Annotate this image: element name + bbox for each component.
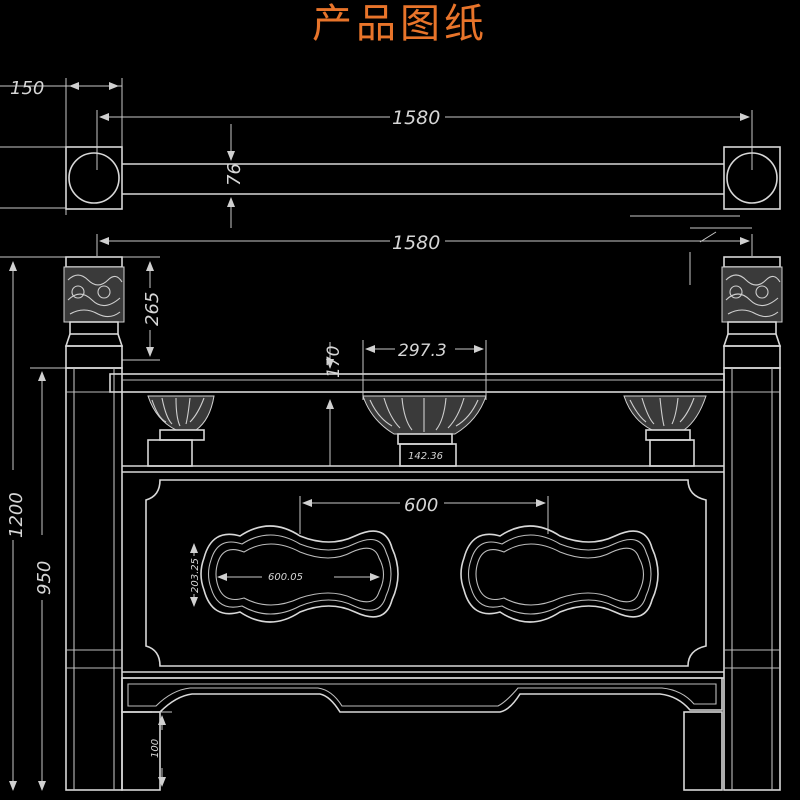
- ornament-neck: [159, 429, 205, 441]
- ornament-neck: [397, 433, 453, 445]
- dim-text-cutout-inner: 600.05: [268, 572, 303, 583]
- plan-post-left-circle: [68, 152, 120, 204]
- post-shaft: [65, 367, 123, 791]
- dim-text-ornament: 297.3: [398, 341, 447, 361]
- dim-text-post-cap: 265: [142, 292, 163, 326]
- post-cap-top: [723, 256, 781, 268]
- plan-post-right-circle: [726, 152, 778, 204]
- carved-panel: [145, 479, 707, 667]
- plan-view: 150 1580 76: [0, 78, 781, 285]
- cutout-right: [460, 525, 659, 623]
- plan-post-left: [65, 146, 123, 210]
- cutout-middle: [467, 534, 652, 615]
- post-neck: [69, 321, 119, 335]
- ornament-petals: [629, 397, 695, 427]
- cutout-middle: [207, 534, 392, 615]
- dim-text-ornament-base: 142.36: [408, 451, 443, 462]
- base-skirt-inner: [127, 683, 717, 707]
- foot-left: [121, 711, 161, 791]
- dim-text-total-height: 1200: [6, 492, 27, 538]
- dim-text-front-span: 1580: [392, 232, 440, 254]
- post-collar: [64, 333, 124, 347]
- foot-right: [683, 711, 723, 791]
- dim-text-top-span: 1580: [392, 107, 440, 129]
- cutout-inner: [215, 543, 385, 606]
- cutout-outer: [460, 525, 659, 623]
- base-skirt-outline: [121, 677, 723, 713]
- ornament-petals: [151, 397, 205, 427]
- post-shoulder: [723, 345, 781, 369]
- cutout-left: 600.05 203.25: [190, 525, 399, 623]
- ornament-center: 142.36: [362, 395, 487, 467]
- dim-text-cutout-height: 203.25: [190, 558, 201, 593]
- left-post: [63, 256, 125, 791]
- ornament-right: [623, 395, 707, 467]
- carving-detail: [725, 274, 781, 318]
- cutout-inner: [475, 543, 645, 606]
- handrail: [109, 373, 725, 393]
- ornament-left: [147, 395, 215, 467]
- dim-text-top-width: 150: [10, 78, 44, 99]
- dim-text-rail-height: 170: [324, 346, 344, 378]
- post-neck: [727, 321, 777, 335]
- ext-line: [699, 231, 717, 243]
- post-shoulder: [65, 345, 123, 369]
- ornament-petals: [369, 397, 479, 432]
- plan-post-right: [723, 146, 781, 210]
- cutout-outer: [200, 525, 399, 623]
- dim-text-post-height: 950: [34, 561, 55, 595]
- front-elevation: 1580 1200 950 265: [0, 232, 783, 791]
- ornament-base: [649, 439, 695, 467]
- post-shaft: [723, 367, 781, 791]
- post-cap-top: [65, 256, 123, 268]
- dim-text-foot: 100: [150, 739, 161, 758]
- post-collar: [722, 333, 782, 347]
- carving-detail: [67, 274, 123, 318]
- ornament-base: [147, 439, 193, 467]
- dim-text-cutout: 600: [404, 495, 438, 516]
- ornament-cup: [623, 395, 707, 431]
- drawing-title: 产品图纸: [312, 1, 488, 47]
- right-post: [721, 256, 783, 791]
- ornament-neck: [645, 429, 691, 441]
- dim-text-top-depth: 76: [224, 163, 245, 186]
